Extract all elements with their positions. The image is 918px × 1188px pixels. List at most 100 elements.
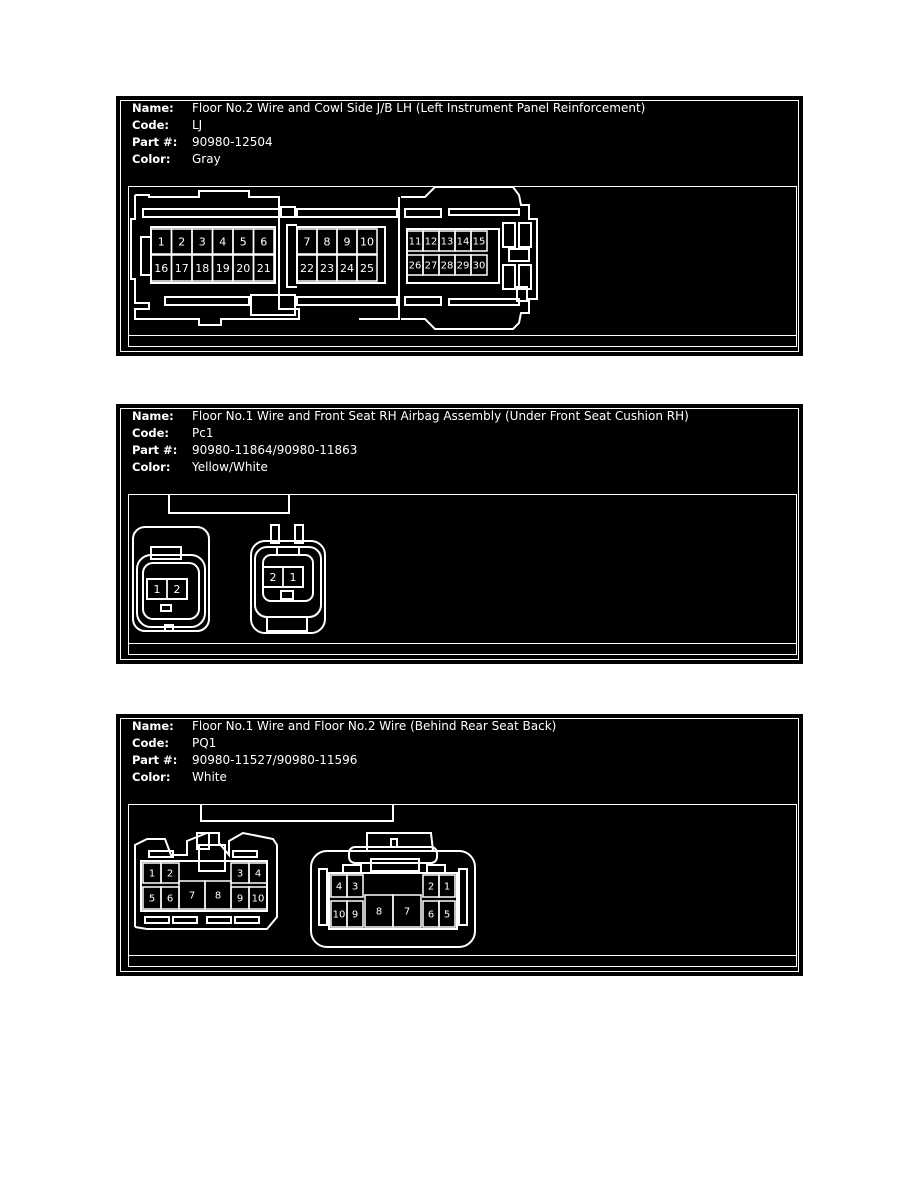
color-label: Color: xyxy=(132,152,171,166)
pin-cell xyxy=(248,886,268,910)
pin-number: 2 xyxy=(174,583,181,596)
pin-number: 6 xyxy=(428,910,434,921)
pin-number: 6 xyxy=(260,235,267,248)
connector-info: Name: Floor No.1 Wire and Floor No.2 Wire… xyxy=(132,718,556,786)
pin-number: 6 xyxy=(167,894,173,905)
pin-number: 8 xyxy=(376,907,382,918)
pin-number: 20 xyxy=(236,262,250,275)
part-label: Part #: xyxy=(132,753,178,767)
pin-cell xyxy=(252,228,275,255)
pin-number: 29 xyxy=(457,261,470,272)
pin-number: 2 xyxy=(167,869,173,880)
pin-number: 3 xyxy=(237,869,243,880)
color-label: Color: xyxy=(132,460,171,474)
name-label: Name: xyxy=(132,101,174,115)
pin-number: 1 xyxy=(149,869,155,880)
connector-housing-outline xyxy=(130,190,300,326)
pin-number: 25 xyxy=(360,262,374,275)
pin-number: 1 xyxy=(290,571,297,584)
connector-info: Name: Floor No.2 Wire and Cowl Side J/B L… xyxy=(132,100,645,168)
pin-cell xyxy=(438,900,456,928)
pin-number: 10 xyxy=(360,235,374,248)
pin-number: 9 xyxy=(352,910,358,921)
connector-color: Gray xyxy=(192,152,221,166)
code-label: Code: xyxy=(132,118,169,132)
pin-cell xyxy=(252,254,275,282)
pin-number: 16 xyxy=(154,262,168,275)
connector-part-number: 90980-11864/90980-11863 xyxy=(192,443,358,457)
pin-number: 7 xyxy=(189,891,195,902)
pin-cell xyxy=(438,874,456,898)
pin-number: 27 xyxy=(425,261,438,272)
card-frame xyxy=(120,100,799,352)
pin-number: 19 xyxy=(216,262,230,275)
pin-cell xyxy=(346,874,364,898)
pin-number: 4 xyxy=(336,882,342,893)
pin-cell xyxy=(282,566,304,588)
pin-number: 15 xyxy=(473,237,486,248)
card-frame xyxy=(120,408,799,660)
pin-number: 17 xyxy=(175,262,189,275)
color-label: Color: xyxy=(132,770,171,784)
part-label: Part #: xyxy=(132,135,178,149)
diagram-footer xyxy=(128,954,797,967)
pin-number: 5 xyxy=(240,235,247,248)
pin-number: 1 xyxy=(444,882,450,893)
pin-cell xyxy=(470,230,488,252)
pin-cell xyxy=(248,862,268,884)
pin-number: 9 xyxy=(344,235,351,248)
pin-cell xyxy=(356,228,378,255)
connector-info: Name: Floor No.1 Wire and Front Seat RH A… xyxy=(132,408,689,476)
connector-part-number: 90980-11527/90980-11596 xyxy=(192,753,358,767)
connector-card-pq1: Name: Floor No.1 Wire and Floor No.2 Wire… xyxy=(116,714,803,976)
pin-number: 7 xyxy=(304,235,311,248)
pin-number: 11 xyxy=(409,237,422,248)
pin-number: 24 xyxy=(340,262,354,275)
pin-cell xyxy=(160,862,180,884)
diagram-footer xyxy=(128,334,797,347)
pin-number: 14 xyxy=(457,237,470,248)
code-label: Code: xyxy=(132,426,169,440)
card-frame xyxy=(120,718,799,972)
pin-cell xyxy=(346,900,364,928)
pin-number: 4 xyxy=(255,869,261,880)
connector-name: Floor No.2 Wire and Cowl Side J/B LH (Le… xyxy=(192,101,646,115)
name-label: Name: xyxy=(132,409,174,423)
pin-cell xyxy=(392,894,422,928)
pin-number: 13 xyxy=(441,237,454,248)
connector-color: Yellow/White xyxy=(192,460,268,474)
pin-number: 7 xyxy=(404,907,410,918)
connector-name: Floor No.1 Wire and Floor No.2 Wire (Beh… xyxy=(192,719,557,733)
pin-number: 5 xyxy=(149,894,155,905)
connector-card-lj: Name: Floor No.2 Wire and Cowl Side J/B L… xyxy=(116,96,803,356)
code-label: Code: xyxy=(132,736,169,750)
pin-number: 18 xyxy=(195,262,209,275)
pin-number: 2 xyxy=(178,235,185,248)
name-label: Name: xyxy=(132,719,174,733)
pin-number: 4 xyxy=(219,235,226,248)
pin-number: 23 xyxy=(320,262,334,275)
pin-number: 8 xyxy=(215,891,221,902)
connector-part-number: 90980-12504 xyxy=(192,135,273,149)
pin-number: 3 xyxy=(199,235,206,248)
connector-code: PQ1 xyxy=(192,736,217,750)
pin-number: 8 xyxy=(324,235,331,248)
pin-number: 1 xyxy=(158,235,165,248)
connector-name: Floor No.1 Wire and Front Seat RH Airbag… xyxy=(192,409,689,423)
pin-number: 22 xyxy=(300,262,314,275)
pin-number: 5 xyxy=(444,910,450,921)
diagram-footer xyxy=(128,642,797,655)
pin-number: 10 xyxy=(333,910,346,921)
pin-number: 21 xyxy=(257,262,271,275)
pin-number: 30 xyxy=(473,261,486,272)
pin-number: 28 xyxy=(441,261,454,272)
pin-cell xyxy=(356,254,378,282)
